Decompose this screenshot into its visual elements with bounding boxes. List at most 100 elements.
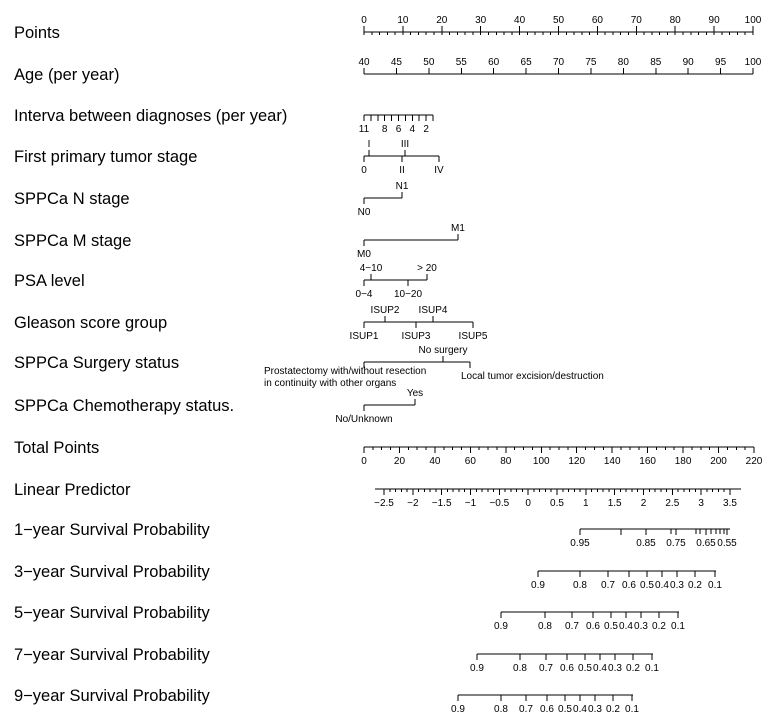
tick-label: 40 xyxy=(358,57,370,68)
tick-label: 0.2 xyxy=(688,580,702,591)
tick-label: 10 xyxy=(397,15,409,26)
row-label-interva-between-diagnoses-per-year: Interva between diagnoses (per year) xyxy=(14,107,287,125)
tick-label: −2 xyxy=(407,498,419,509)
tick-label: N1 xyxy=(396,181,409,192)
tick-label: II xyxy=(399,165,405,176)
tick-label: 160 xyxy=(639,456,656,467)
tick-label: −1.5 xyxy=(432,498,452,509)
tick-label: 0.3 xyxy=(670,580,684,591)
tick-label: 50 xyxy=(553,15,565,26)
tick-label: 90 xyxy=(683,57,695,68)
tick-label: 0.8 xyxy=(513,663,527,674)
tick-label: 75 xyxy=(585,57,597,68)
tick-label: 0.4 xyxy=(655,580,669,591)
tick-label: 0.4 xyxy=(619,621,633,632)
tick-label: 40 xyxy=(429,456,441,467)
tick-label: M1 xyxy=(451,223,465,234)
tick-label: 30 xyxy=(475,15,487,26)
tick-label: 10−20 xyxy=(394,289,423,300)
tick-label: 0.2 xyxy=(626,663,640,674)
tick-label: 11 xyxy=(359,124,370,135)
tick-label: 1 xyxy=(583,498,589,509)
tick-label: 20 xyxy=(436,15,448,26)
tick-label: 2 xyxy=(423,124,429,135)
tick-label: 50 xyxy=(423,57,435,68)
tick-label: 60 xyxy=(465,456,477,467)
tick-label: 0.1 xyxy=(671,621,685,632)
tick-label: M0 xyxy=(357,249,371,260)
tick-label: 0.9 xyxy=(470,663,484,674)
tick-label: ISUP1 xyxy=(350,331,379,342)
tick-label: 140 xyxy=(604,456,621,467)
tick-label: 65 xyxy=(521,57,533,68)
tick-label: 55 xyxy=(456,57,468,68)
tick-label: 0.6 xyxy=(622,580,636,591)
tick-label: 0.1 xyxy=(645,663,659,674)
tick-label: 0 xyxy=(361,15,367,26)
tick-label: No surgery xyxy=(419,345,468,356)
tick-label: 0.3 xyxy=(608,663,622,674)
row-label-7-year-survival-probability: 7−year Survival Probability xyxy=(14,646,211,664)
tick-label: 0.7 xyxy=(519,704,533,715)
tick-label: 70 xyxy=(631,15,643,26)
tick-label: > 20 xyxy=(417,263,437,274)
tick-label: 180 xyxy=(675,456,692,467)
row-label-points: Points xyxy=(14,24,60,42)
tick-label: 45 xyxy=(391,57,403,68)
tick-label: 0.6 xyxy=(560,663,574,674)
row-label-sppca-n-stage: SPPCa N stage xyxy=(14,190,130,208)
tick-label: 0.8 xyxy=(573,580,587,591)
tick-label: 0 xyxy=(525,498,531,509)
tick-label: 0.65 xyxy=(696,538,716,549)
tick-label: 85 xyxy=(650,57,662,68)
tick-label: Prostatectomy with/without resection xyxy=(264,366,426,377)
tick-label: III xyxy=(401,139,409,150)
tick-label: 20 xyxy=(394,456,406,467)
tick-label: −2.5 xyxy=(374,498,394,509)
row-label-sppca-chemotherapy-status: SPPCa Chemotherapy status. xyxy=(14,397,234,415)
tick-label: 80 xyxy=(670,15,682,26)
tick-label: 0.2 xyxy=(652,621,666,632)
tick-label: 100 xyxy=(533,456,550,467)
row-label-linear-predictor: Linear Predictor xyxy=(14,481,131,499)
tick-label: N0 xyxy=(358,207,371,218)
tick-label: 60 xyxy=(592,15,604,26)
tick-label: 0 xyxy=(361,456,367,467)
tick-label: 80 xyxy=(500,456,512,467)
tick-label: 70 xyxy=(553,57,565,68)
row-label-age-per-year: Age (per year) xyxy=(14,66,119,84)
tick-label: 0.9 xyxy=(451,704,465,715)
tick-label: 0 xyxy=(361,165,367,176)
tick-label: 100 xyxy=(745,15,762,26)
tick-label: 0.7 xyxy=(565,621,579,632)
tick-label: 200 xyxy=(710,456,727,467)
row-label-first-primary-tumor-stage: First primary tumor stage xyxy=(14,148,197,166)
row-label-sppca-surgery-status: SPPCa Surgery status xyxy=(14,354,179,372)
tick-label: 0.3 xyxy=(588,704,602,715)
tick-label: −1 xyxy=(465,498,477,509)
tick-label: 3 xyxy=(698,498,704,509)
tick-label: 3.5 xyxy=(723,498,737,509)
tick-label: −0.5 xyxy=(489,498,509,509)
tick-label: 0.8 xyxy=(494,704,508,715)
tick-label: ISUP3 xyxy=(402,331,431,342)
row-label-total-points: Total Points xyxy=(14,439,99,457)
tick-label: 0.5 xyxy=(550,498,564,509)
tick-label: 0.85 xyxy=(636,538,656,549)
tick-label: 6 xyxy=(396,124,402,135)
tick-label: 220 xyxy=(746,456,763,467)
tick-label: 90 xyxy=(709,15,721,26)
tick-label: 0.5 xyxy=(578,663,592,674)
tick-label: 0.1 xyxy=(708,580,722,591)
tick-label: 0.55 xyxy=(717,538,737,549)
tick-label: 0.4 xyxy=(593,663,607,674)
tick-label: 95 xyxy=(715,57,727,68)
tick-label: 2 xyxy=(641,498,647,509)
tick-label: ISUP5 xyxy=(459,331,488,342)
tick-label: Local tumor excision/destruction xyxy=(461,371,604,382)
row-label-sppca-m-stage: SPPCa M stage xyxy=(14,232,131,250)
row-label-5-year-survival-probability: 5−year Survival Probability xyxy=(14,604,211,622)
row-label-gleason-score-group: Gleason score group xyxy=(14,314,167,332)
tick-label: 0.75 xyxy=(666,538,686,549)
